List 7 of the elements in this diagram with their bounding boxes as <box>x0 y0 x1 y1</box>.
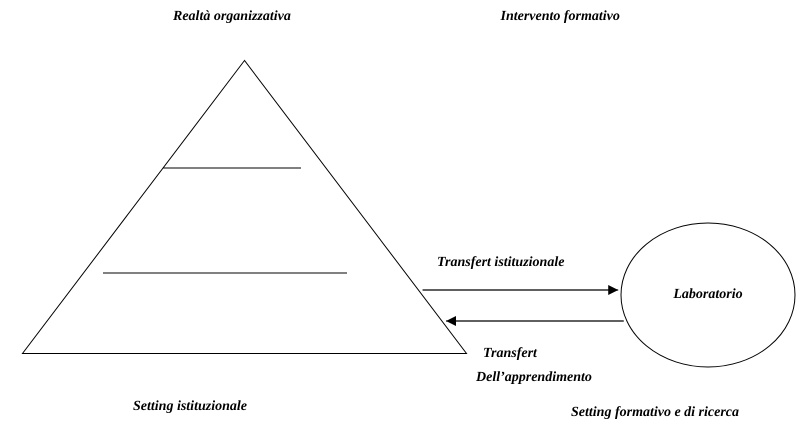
arrow <box>446 316 624 326</box>
section-heading: Setting formativo e di ricerca <box>571 404 739 422</box>
node-label: Laboratorio <box>673 286 743 304</box>
section-heading: Intervento formativo <box>500 8 620 26</box>
arrow <box>422 285 618 295</box>
section-heading: Setting istituzionale <box>133 398 247 416</box>
section-heading: Realtà organizzativa <box>173 8 291 26</box>
